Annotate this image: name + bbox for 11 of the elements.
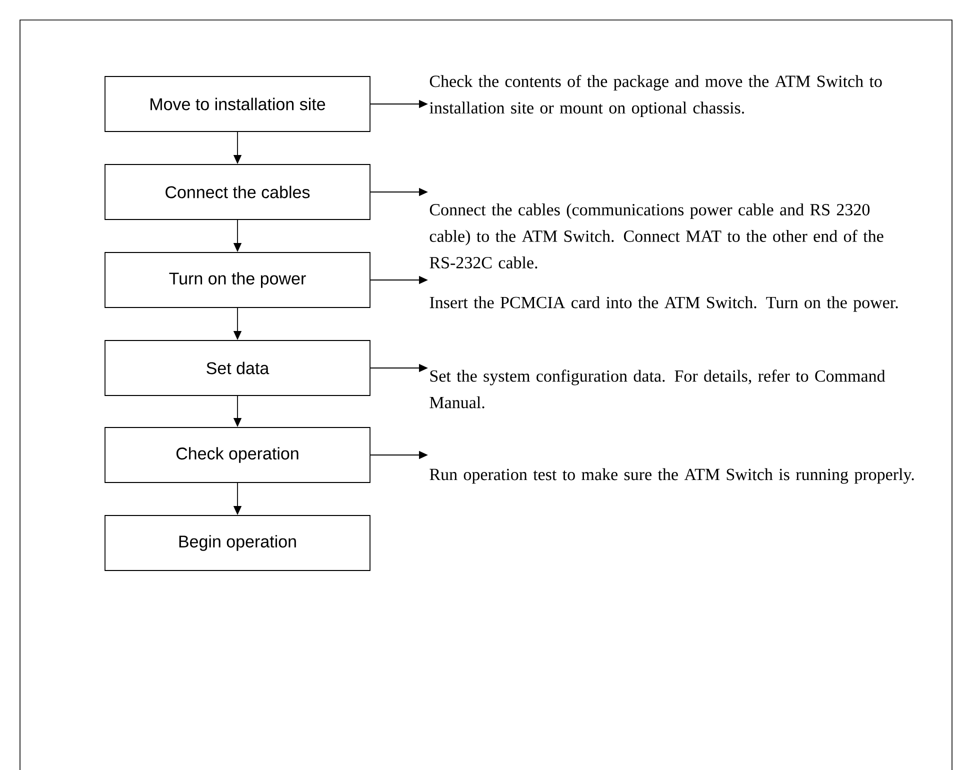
process-box: Set data xyxy=(104,340,370,396)
process-box: Begin operation xyxy=(104,515,370,571)
process-box: Move to installation site xyxy=(104,76,370,132)
process-box: Check operation xyxy=(104,427,370,483)
description-text: Connect the cables (communications power cable and RS 2320 cable) to the ATM Switch. Connect MAT to the other end of the RS-232C cable. xyxy=(430,203,884,268)
description-text: Set the system configuration data. For details, refer to Command Manual. xyxy=(430,370,886,408)
process-box: Connect the cables xyxy=(104,164,370,220)
process-box: Turn on the power xyxy=(104,252,370,308)
description-text: Insert the PCMCIA card into the ATM Switch. Turn on the power. xyxy=(430,296,898,312)
description-text: Run operation test to make sure the ATM Switch is running properly. xyxy=(430,468,914,484)
description-text: Check the contents of the package and move the ATM Switch to installation site or mount on optional chassis. xyxy=(430,74,882,118)
